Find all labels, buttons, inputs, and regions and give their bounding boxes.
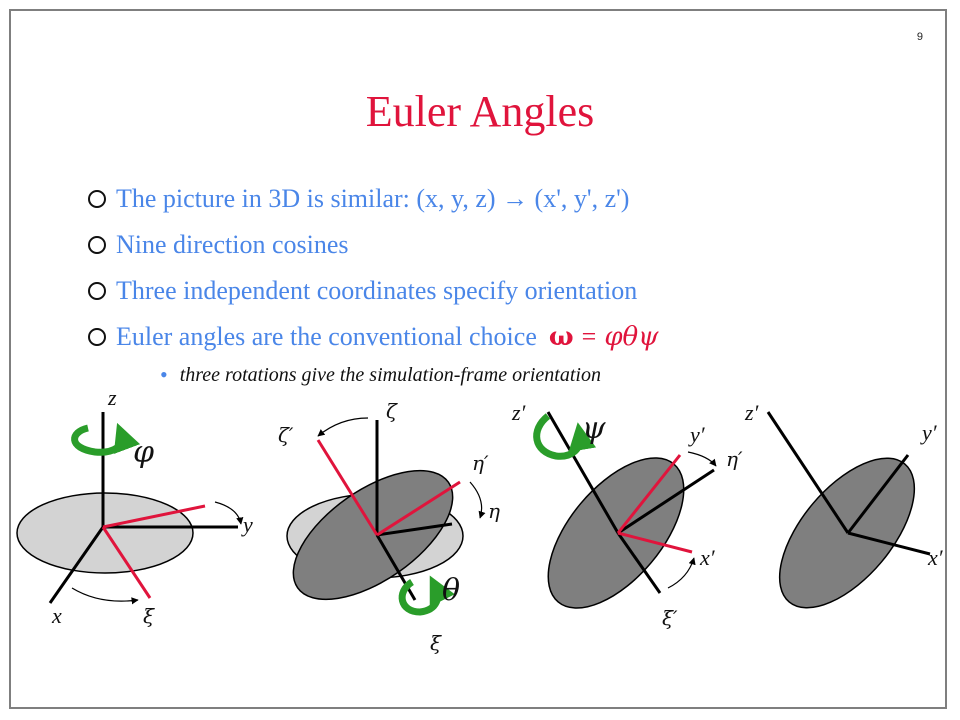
theta-rotation-arrow-icon bbox=[398, 575, 455, 616]
rotation-arc bbox=[667, 557, 696, 589]
eta-prime-axis bbox=[617, 468, 715, 535]
rotated-axis-y-prime bbox=[616, 454, 682, 534]
sub-bullet-dot-icon: • bbox=[160, 362, 168, 387]
label-z-prime2: z′ bbox=[744, 400, 760, 425]
rotated-axis-zeta bbox=[316, 439, 379, 536]
label-xi: ξ bbox=[143, 604, 155, 628]
rotation-arc bbox=[317, 417, 369, 437]
omega-symbol: ω bbox=[548, 322, 574, 352]
bullet-text: The picture in 3D is similar: (x, y, z) … bbox=[116, 184, 630, 213]
z-prime-axis bbox=[546, 411, 620, 534]
bullet-circle-icon bbox=[88, 236, 106, 254]
label-xi-prime: ξ′ bbox=[662, 606, 678, 630]
label-y: y bbox=[241, 512, 253, 537]
panel-1: z y x ξ φ bbox=[16, 385, 253, 628]
label-theta: θ bbox=[442, 573, 460, 608]
label-zeta-prime: ζ′ bbox=[278, 423, 294, 447]
bullet-circle-icon bbox=[88, 328, 106, 346]
phi-rotation-arrow-icon bbox=[71, 422, 141, 456]
label-x: x bbox=[51, 603, 62, 628]
panel-2: ζ′ ζ η′ η θ ξ bbox=[278, 399, 500, 655]
bullet-circle-icon bbox=[88, 282, 106, 300]
label-xi2: ξ bbox=[430, 631, 442, 655]
panel-3: z′ ψ y′ η′ x′ ξ′ bbox=[511, 400, 743, 630]
rotated-axis-eta bbox=[102, 504, 206, 529]
eta-axis bbox=[376, 522, 453, 537]
label-eta-prime2: η′ bbox=[726, 447, 743, 471]
z-prime-axis bbox=[766, 411, 850, 534]
rotated-axis-xi bbox=[101, 526, 152, 599]
bullet-list: The picture in 3D is similar: (x, y, z) … bbox=[88, 176, 788, 360]
label-x-prime: x′ bbox=[699, 545, 716, 570]
bullet-circle-icon bbox=[88, 190, 106, 208]
x-axis bbox=[48, 526, 105, 604]
euler-angle-symbols: φθψ bbox=[604, 322, 659, 352]
slide-title: Euler Angles bbox=[365, 87, 595, 136]
label-eta: η bbox=[488, 499, 500, 523]
sub-bullet-text: three rotations give the simulation-fram… bbox=[179, 363, 601, 386]
label-z: z bbox=[107, 385, 117, 410]
rotation-arc bbox=[71, 587, 139, 605]
label-phi: φ bbox=[133, 435, 154, 470]
label-psi: ψ bbox=[582, 411, 606, 446]
label-z-prime: z′ bbox=[511, 400, 527, 425]
bullet-item: Euler angles are the conventional choice… bbox=[88, 314, 788, 360]
x-prime-axis bbox=[847, 531, 931, 556]
xi-prime-axis bbox=[616, 532, 662, 594]
panel-4: z′ y′ x′ bbox=[744, 400, 944, 609]
label-y-prime2: y′ bbox=[920, 420, 938, 445]
y-prime-axis bbox=[846, 454, 910, 534]
bullet-text: Three independent coordinates specify or… bbox=[116, 276, 638, 305]
rotation-arc bbox=[214, 501, 244, 525]
bullet-item: The picture in 3D is similar: (x, y, z) … bbox=[88, 176, 788, 222]
psi-rotation-arrow-icon bbox=[533, 413, 597, 460]
label-zeta: ζ bbox=[386, 399, 398, 423]
page-number: 9 bbox=[916, 31, 923, 43]
bullet-text: Euler angles are the conventional choice bbox=[116, 322, 537, 351]
rotated-axis-eta bbox=[376, 480, 461, 537]
label-y-prime: y′ bbox=[688, 422, 706, 447]
rotated-axis-x-prime bbox=[617, 531, 693, 554]
disk-dark bbox=[547, 457, 685, 609]
disk-light bbox=[16, 492, 194, 574]
rotation-arc bbox=[687, 451, 717, 467]
label-x-prime2: x′ bbox=[927, 545, 944, 570]
sub-bullet: • three rotations give the simulation-fr… bbox=[160, 362, 601, 388]
bullet-item: Nine direction cosines bbox=[88, 222, 788, 268]
bullet-text: Nine direction cosines bbox=[116, 230, 349, 259]
equals-sign: = bbox=[581, 322, 597, 351]
rotation-arc bbox=[469, 481, 486, 519]
label-eta-prime: η′ bbox=[472, 451, 489, 475]
bullet-item: Three independent coordinates specify or… bbox=[88, 268, 788, 314]
